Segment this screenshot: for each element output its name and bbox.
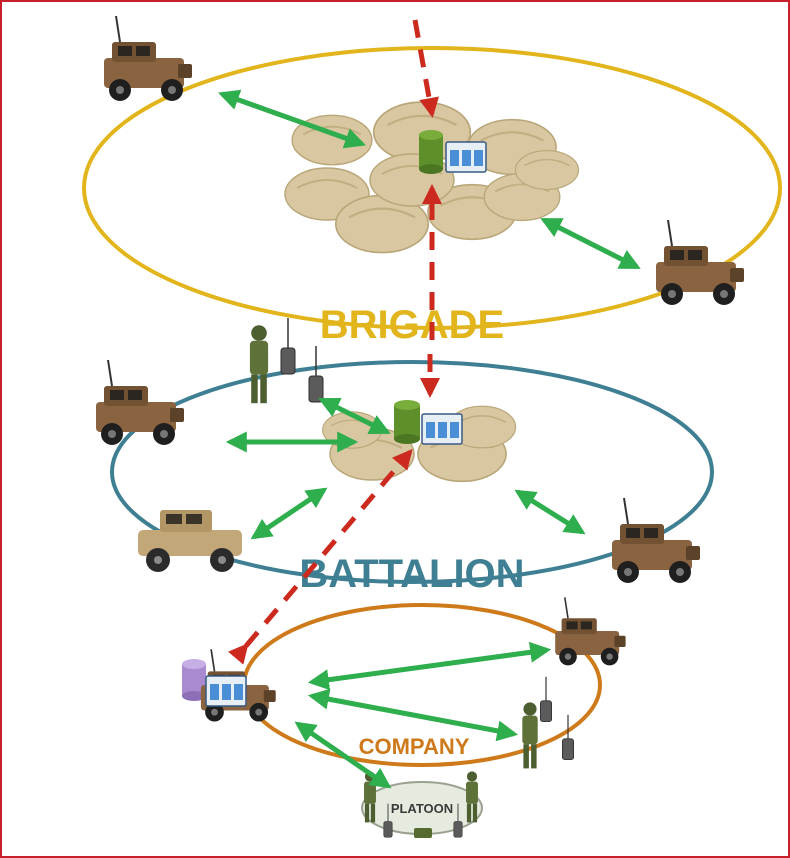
battalion-humvee-icon	[138, 510, 242, 572]
platoon-device-icon	[414, 828, 432, 838]
company-vehicle-east-icon	[554, 596, 627, 667]
battalion-vehicle-east-icon	[611, 497, 701, 584]
battalion-radio-icon	[280, 317, 296, 375]
uplink-into-brigade	[412, 19, 439, 118]
company-server-rack-icon	[205, 675, 247, 707]
brigade-vehicle-east-icon	[655, 219, 745, 306]
battalion-radio-small-icon	[308, 345, 324, 403]
battalion-link-humvee	[250, 487, 328, 540]
platoon-label: PLATOON	[391, 801, 453, 816]
company-radio-small-icon	[561, 714, 575, 761]
company-link-soldier	[307, 688, 519, 742]
company-link-vehicle	[307, 641, 552, 691]
uplink-arrows	[228, 19, 442, 665]
link-arrows	[218, 89, 641, 789]
battalion-vehicle-west-icon	[95, 359, 185, 446]
company-label: COMPANY	[359, 734, 470, 759]
brigade-vehicle-northwest-icon	[103, 15, 193, 102]
brigade-database-icon	[419, 130, 443, 174]
company-radio-icon	[539, 676, 553, 723]
brigade-server-rack-icon	[445, 141, 487, 173]
battalion-database-icon	[394, 400, 420, 444]
brigade-link-northwest	[218, 89, 366, 149]
battalion-link-radio	[318, 397, 391, 435]
battalion-server-rack-icon	[421, 413, 463, 445]
battalion-soldier-icon	[249, 325, 269, 404]
battalion-label: BATTALION	[299, 552, 524, 596]
brigade-command-tent-icon	[284, 100, 580, 254]
company-link-platoon	[294, 721, 392, 789]
battalion-link-east	[514, 489, 586, 535]
platoon-tier: PLATOON	[361, 771, 483, 838]
company-soldier-icon	[522, 702, 538, 769]
brigade-link-east	[540, 217, 641, 270]
company-tier: COMPANY	[182, 596, 627, 769]
brigade-label: BRIGADE	[320, 303, 504, 347]
uplink-company-to-battalion	[228, 448, 413, 665]
company-database-icon	[182, 659, 206, 701]
